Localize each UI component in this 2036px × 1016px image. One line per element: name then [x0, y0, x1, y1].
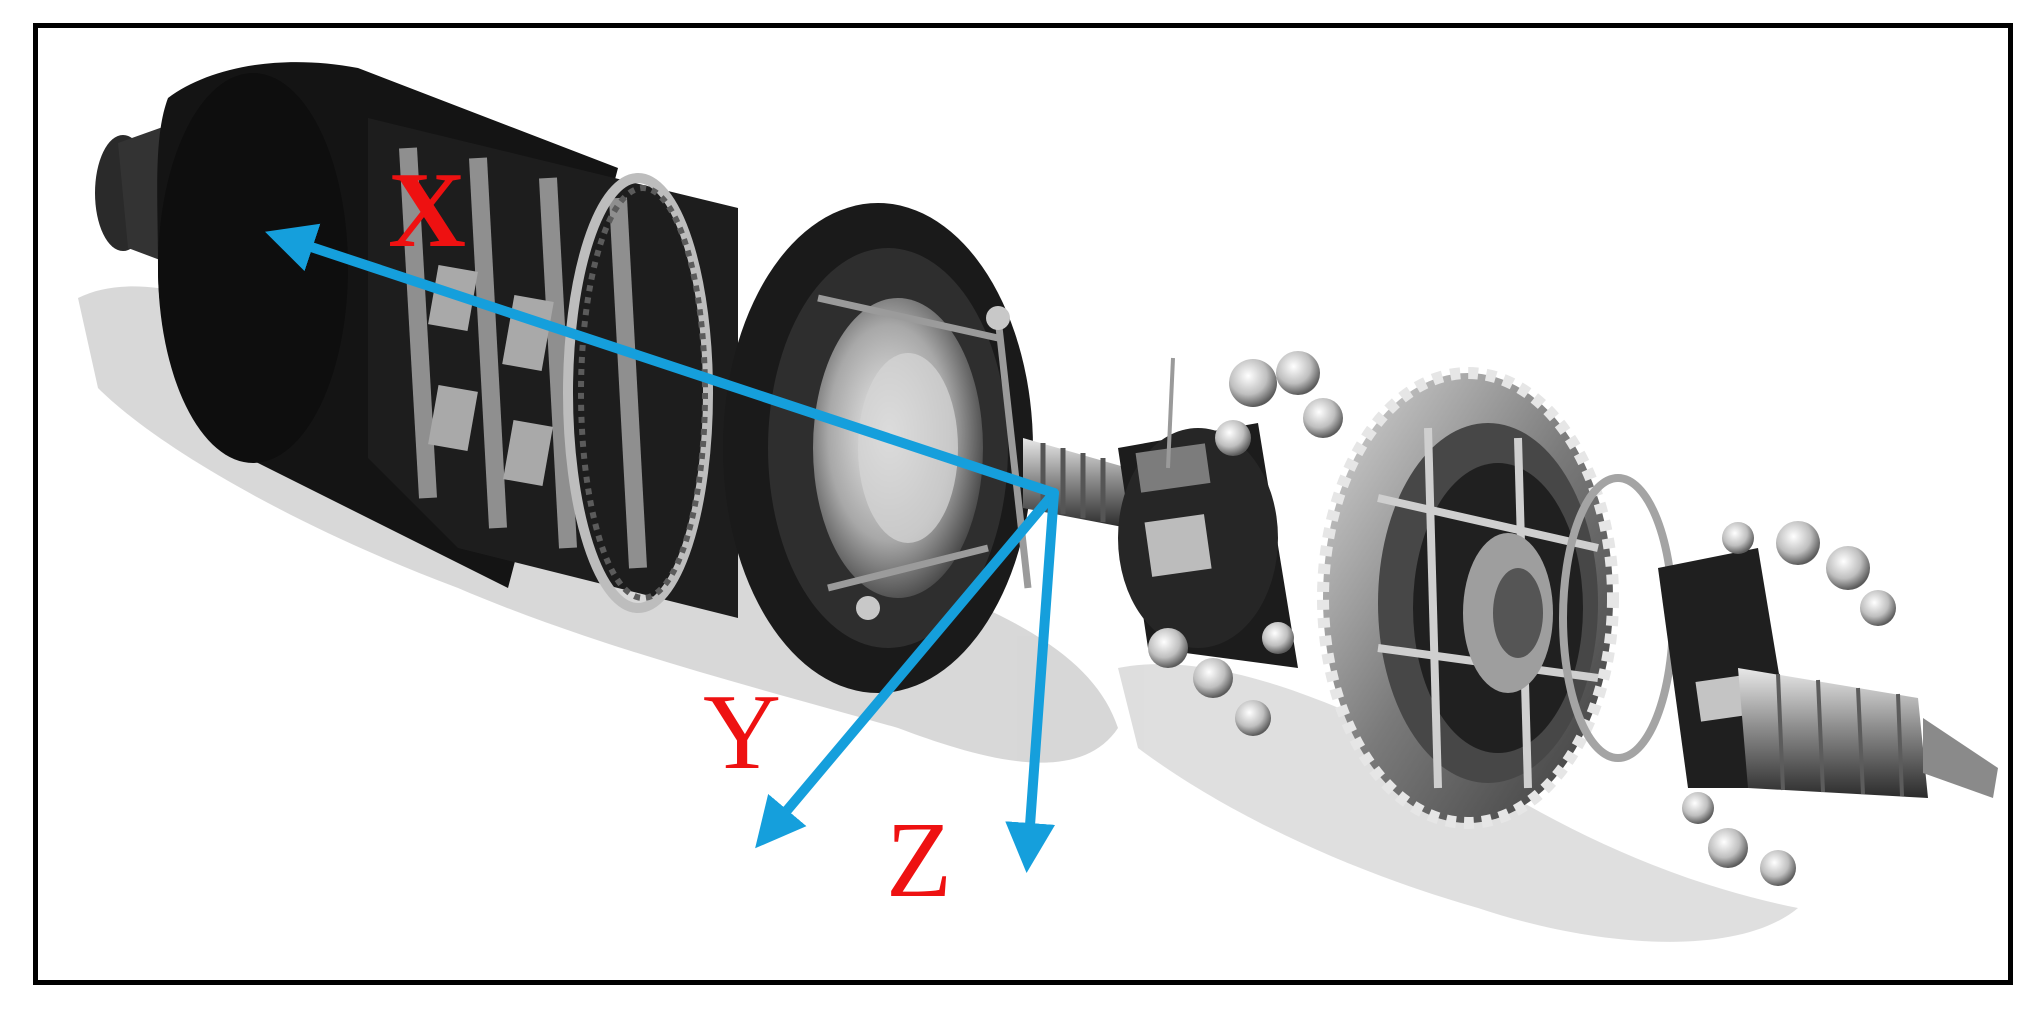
- left-module: [95, 62, 1128, 693]
- figure-frame: X Y Z: [33, 23, 2013, 985]
- z-axis-label: Z: [886, 801, 952, 920]
- spacecraft-diagram: X Y Z: [78, 62, 1998, 942]
- right-module: [1118, 351, 1998, 886]
- x-axis-arrow: [265, 223, 1059, 498]
- z-axis-arrow: [1005, 488, 1059, 873]
- roller-set-rear: [1682, 521, 1896, 886]
- y-axis-label: Y: [703, 673, 781, 792]
- y-axis-arrow: [755, 488, 1059, 849]
- x-axis-label: X: [388, 151, 466, 270]
- coordinate-axes: [265, 223, 1059, 873]
- roller-set-front: [1148, 351, 1343, 736]
